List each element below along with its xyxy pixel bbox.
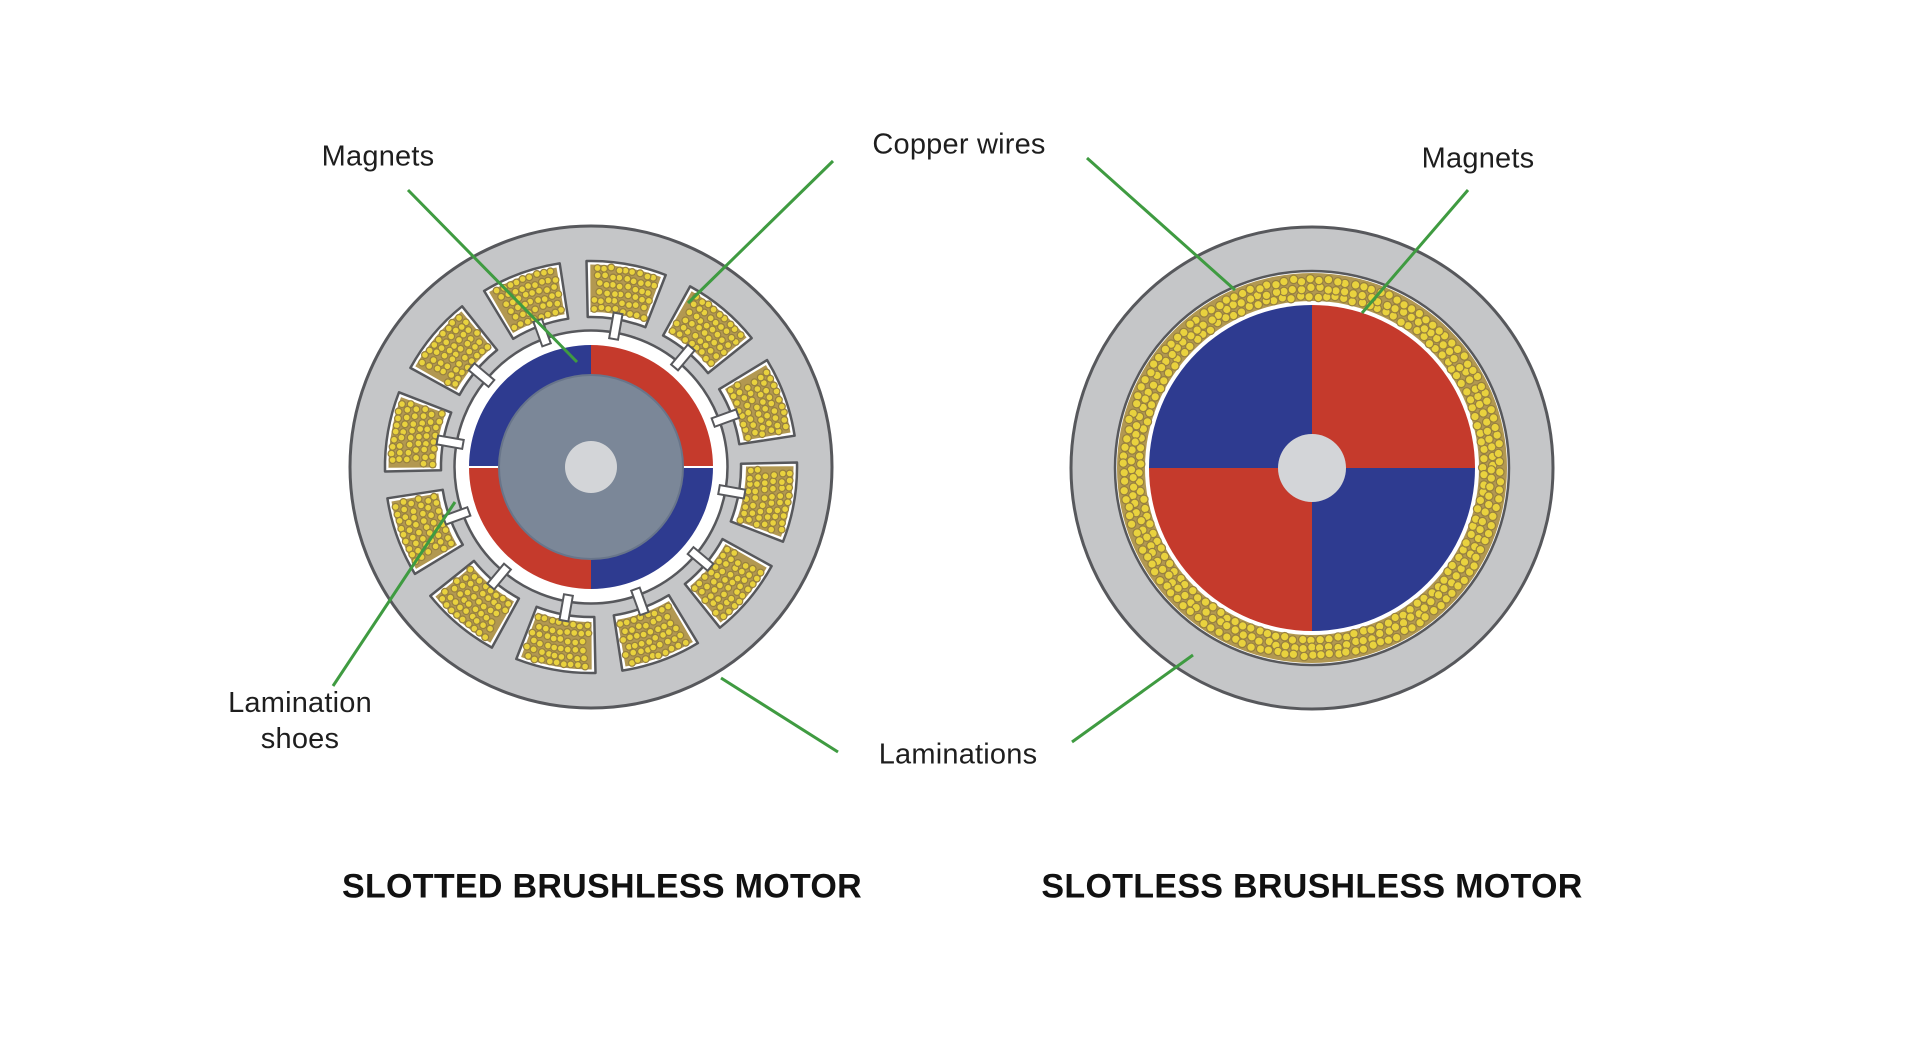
label-laminations: Laminations [878, 738, 1038, 771]
leader-line-copper-to-slotted [686, 159, 835, 305]
title-slotted-motor: SLOTTED BRUSHLESS MOTOR [341, 867, 863, 906]
slotless-motor [1069, 225, 1555, 711]
label-magnets-slotted: Magnets [321, 140, 435, 173]
leader-lines [331, 156, 1470, 754]
leader-line-magnets-left [406, 188, 579, 364]
leader-line-copper-to-slotless [1086, 156, 1236, 292]
leader-line-laminations-to-slotted [720, 676, 839, 754]
slotted-motor [348, 224, 834, 710]
title-slotless-motor: SLOTLESS BRUSHLESS MOTOR [1041, 867, 1583, 906]
leader-line-lamination-shoes [331, 501, 457, 687]
label-lamination-shoes: Lamination shoes [228, 686, 372, 755]
label-magnets-slotless: Magnets [1421, 142, 1535, 175]
label-copper-wires: Copper wires [872, 128, 1046, 161]
leader-line-laminations-to-slotless [1071, 653, 1194, 744]
leader-line-magnets-right [1360, 189, 1470, 314]
